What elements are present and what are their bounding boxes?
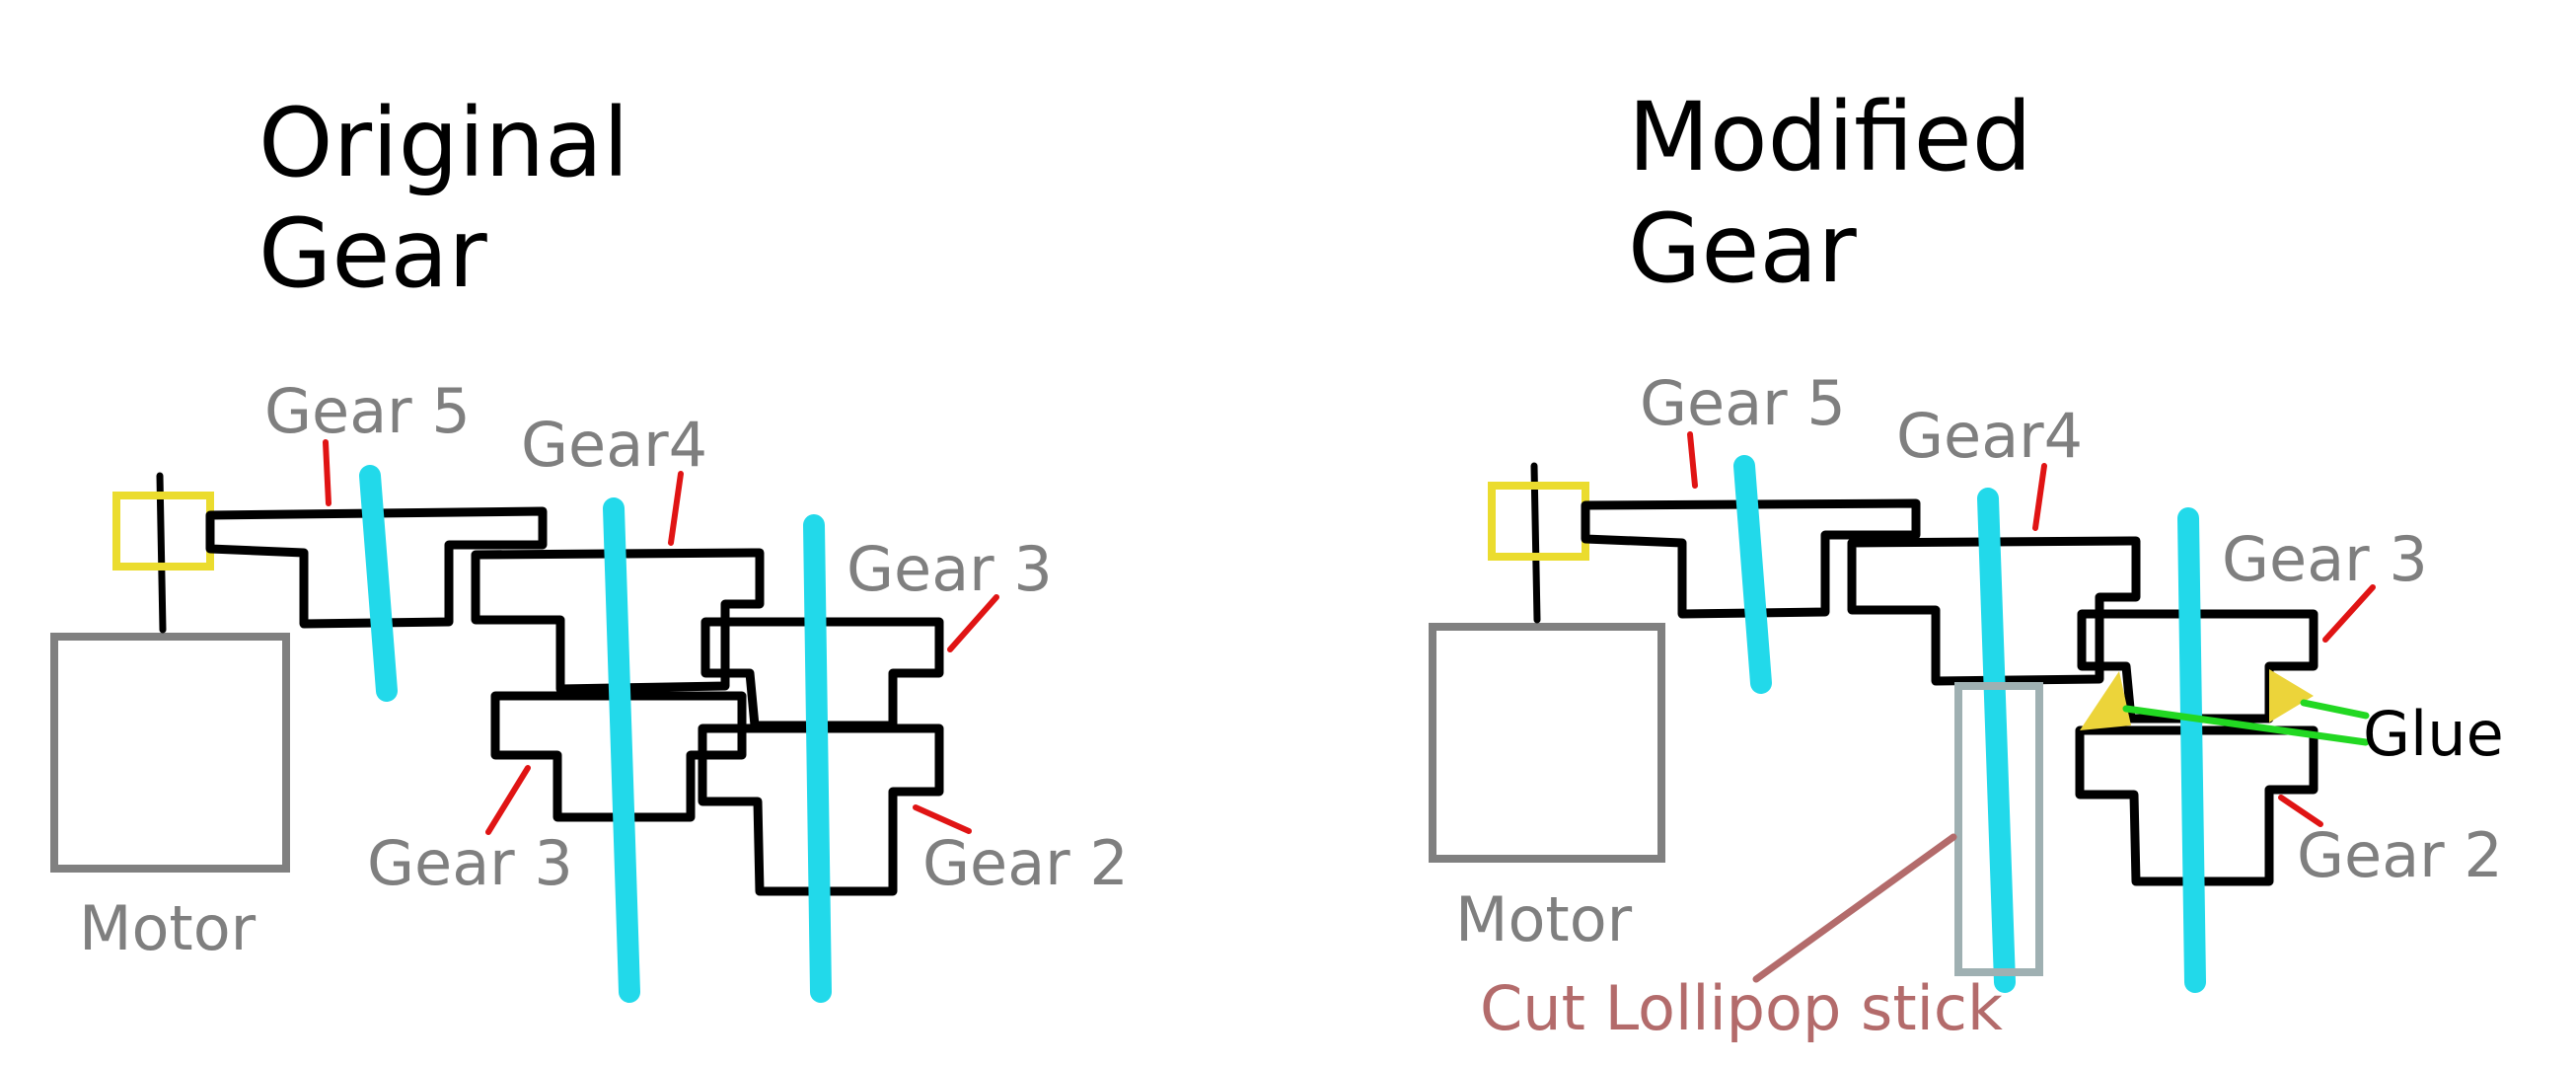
pointer-gear-3-lower bbox=[485, 765, 531, 835]
modified-label-gear-3: Gear 3 bbox=[2222, 523, 2428, 595]
modified-gear-panel: Modified Gear Cut Lollipop stick Glue Ge… bbox=[1429, 82, 2504, 1044]
motor-box bbox=[50, 633, 290, 873]
gear-5-axle bbox=[359, 465, 398, 702]
glue-line-upper bbox=[2300, 699, 2370, 720]
gear-3-lower-outline bbox=[490, 691, 747, 822]
modified-pointer-gear-5 bbox=[1687, 431, 1698, 489]
modified-label-gear-2: Gear 2 bbox=[2297, 819, 2503, 891]
modified-title-line2: Gear bbox=[1628, 193, 1857, 304]
gear-2-outline bbox=[698, 723, 944, 896]
modified-label-gear-4: Gear4 bbox=[1896, 400, 2083, 472]
modified-gear-2-outline bbox=[2075, 725, 2318, 886]
glue-blob-left bbox=[2080, 671, 2131, 730]
label-lollipop-stick: Cut Lollipop stick bbox=[1480, 972, 2003, 1044]
pointer-gear-3-upper bbox=[947, 594, 999, 652]
modified-pointer-gear-4 bbox=[2032, 463, 2047, 531]
glue-blob-right bbox=[2269, 669, 2314, 723]
gear-4-outline bbox=[471, 548, 765, 694]
modified-label-motor: Motor bbox=[1455, 883, 1633, 955]
modified-title-line1: Modified bbox=[1628, 82, 2032, 192]
pointer-gear-5 bbox=[323, 439, 331, 506]
label-gear-3-upper: Gear 3 bbox=[846, 533, 1053, 605]
modified-pointer-gear-3 bbox=[2322, 584, 2376, 643]
modified-label-gear-5: Gear 5 bbox=[1640, 367, 1846, 439]
label-gear-4: Gear4 bbox=[521, 409, 707, 481]
original-title-line1: Original bbox=[258, 88, 629, 198]
modified-gear-5-axle bbox=[1733, 455, 1772, 694]
modified-gear-2-axle bbox=[2177, 507, 2206, 993]
modified-motor-box bbox=[1429, 623, 1665, 863]
label-gear-3-lower: Gear 3 bbox=[367, 827, 573, 899]
modified-pointer-gear-2 bbox=[2278, 795, 2323, 827]
pointer-lollipop-stick bbox=[1752, 833, 1957, 983]
modified-gear-5-outline bbox=[1581, 498, 1921, 619]
motor-shaft bbox=[156, 472, 167, 634]
pointer-gear-4 bbox=[668, 471, 684, 546]
label-motor: Motor bbox=[79, 892, 257, 964]
modified-gear-4-axle bbox=[1977, 488, 2016, 993]
label-gear-5: Gear 5 bbox=[264, 375, 471, 447]
original-gear-panel: Original Gear Gear 5 Gear4 Gear 3 Gear 3… bbox=[50, 88, 1129, 1003]
gear-5-outline bbox=[205, 506, 548, 629]
pointer-gear-2 bbox=[913, 804, 972, 834]
modified-gear-4-outline bbox=[1847, 536, 2141, 686]
label-gear-2: Gear 2 bbox=[922, 827, 1129, 899]
label-glue: Glue bbox=[2363, 698, 2504, 770]
modified-motor-shaft bbox=[1530, 462, 1541, 624]
gear-2-axle bbox=[803, 514, 832, 1003]
lollipop-stick bbox=[1954, 682, 2043, 976]
original-title-line2: Gear bbox=[258, 198, 487, 309]
gear-4-axle bbox=[603, 497, 640, 1003]
glue-line-lower bbox=[2122, 705, 2370, 746]
